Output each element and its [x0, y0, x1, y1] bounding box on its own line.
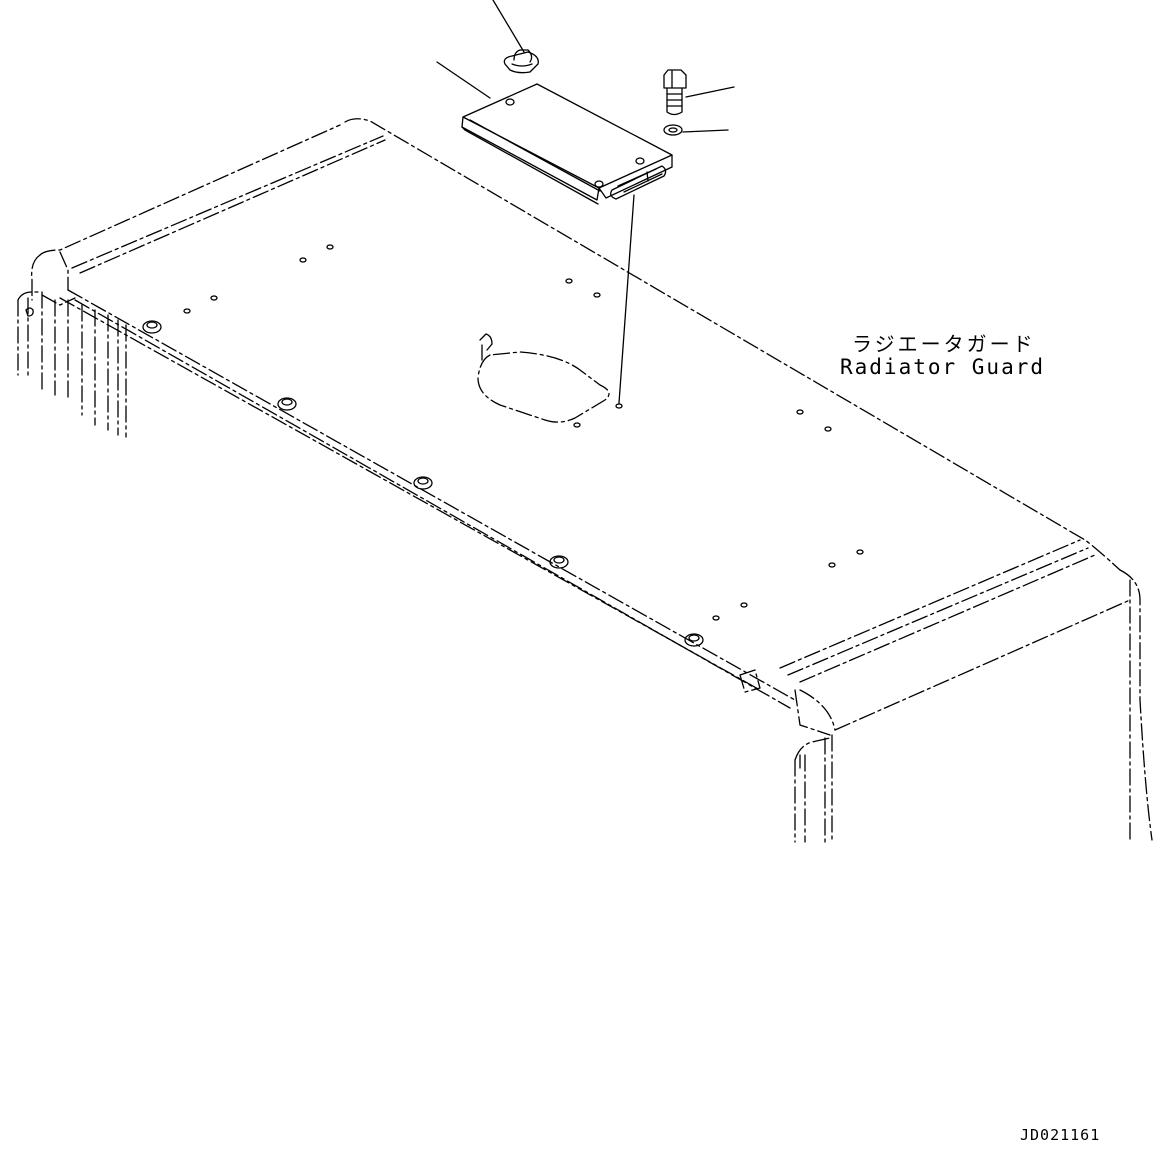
mounting-holes — [183, 244, 864, 621]
part-name-japanese: ラジエータガード — [852, 332, 1036, 356]
latch-part — [503, 49, 539, 74]
inspection-cover — [461, 83, 673, 205]
boss — [142, 320, 162, 334]
drawing-code: JD021161 — [1020, 1126, 1101, 1144]
bolt — [663, 69, 687, 116]
inspection-opening — [477, 333, 610, 423]
callout-leaders — [436, 0, 735, 133]
radiator-guard-panel — [17, 118, 1153, 843]
boss — [549, 555, 569, 569]
assembly-line — [618, 194, 635, 404]
edge-bosses — [142, 320, 704, 647]
part-name-english: Radiator Guard — [840, 355, 1046, 379]
boss — [277, 397, 297, 411]
washer — [663, 124, 683, 136]
boss — [413, 476, 433, 490]
boss — [684, 633, 704, 647]
